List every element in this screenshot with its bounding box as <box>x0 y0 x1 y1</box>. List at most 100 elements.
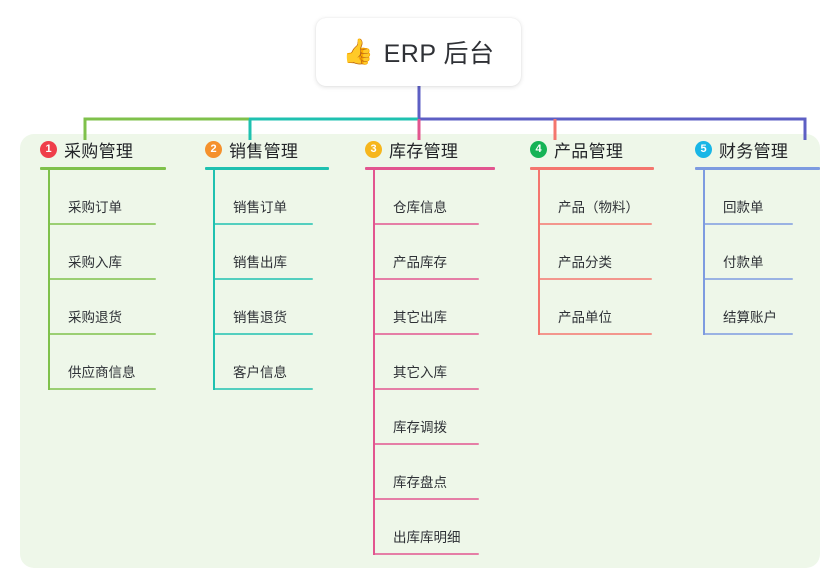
branch-item[interactable]: 产品分类 <box>530 225 654 280</box>
branch-item-label: 客户信息 <box>233 365 287 380</box>
branch-item-label: 供应商信息 <box>68 365 136 380</box>
branch-title: 财务管理 <box>719 141 789 161</box>
branch-item-label: 其它入库 <box>393 365 447 380</box>
branch-title: 产品管理 <box>554 141 624 161</box>
branch-item-underline <box>538 333 652 335</box>
branch-spine <box>48 170 50 390</box>
branch-item-underline <box>373 333 479 335</box>
branch-number-badge: 4 <box>530 140 547 158</box>
branch-header-underline <box>205 167 329 170</box>
branch-item-label: 产品单位 <box>558 310 612 325</box>
branch-columns: 1 采购管理采购订单采购入库采购退货供应商信息 2 销售管理销售订单销售出库销售退货客… <box>20 134 820 568</box>
branch-item-list: 仓库信息产品库存其它出库其它入库库存调拨库存盘点出库库明细 <box>365 170 495 555</box>
branch-item-label: 产品分类 <box>558 255 612 270</box>
branch-title: 采购管理 <box>64 141 134 161</box>
branch-item[interactable]: 回款单 <box>695 170 820 225</box>
root-node-card[interactable]: 👍 ERP 后台 <box>316 18 521 86</box>
branch-number-badge: 1 <box>40 140 57 158</box>
branch-item-underline <box>213 333 313 335</box>
branch-item-underline <box>373 553 479 555</box>
branch-header[interactable]: 3 库存管理 <box>345 134 495 164</box>
branch-item-label: 销售退货 <box>233 310 287 325</box>
branch-item-label: 付款单 <box>723 255 764 270</box>
branch-item-label: 库存调拨 <box>393 420 447 435</box>
branch-item-label: 结算账户 <box>723 310 777 325</box>
branch-spine <box>538 170 540 335</box>
branch-item[interactable]: 结算账户 <box>695 280 820 335</box>
branch-item-underline <box>703 223 793 225</box>
branch-column: 2 销售管理销售订单销售出库销售退货客户信息 <box>185 134 329 390</box>
branch-item[interactable]: 库存调拨 <box>365 390 495 445</box>
branch-item-label: 销售出库 <box>233 255 287 270</box>
branch-item[interactable]: 采购订单 <box>40 170 166 225</box>
branch-item[interactable]: 库存盘点 <box>365 445 495 500</box>
branch-spine <box>703 170 705 335</box>
branch-item[interactable]: 产品单位 <box>530 280 654 335</box>
branch-item-underline <box>373 223 479 225</box>
branch-item-underline <box>48 223 156 225</box>
branch-column: 3 库存管理仓库信息产品库存其它出库其它入库库存调拨库存盘点出库库明细 <box>345 134 495 555</box>
branch-item-underline <box>48 278 156 280</box>
branch-column: 5 财务管理回款单付款单结算账户 <box>675 134 820 335</box>
branch-item[interactable]: 采购入库 <box>40 225 166 280</box>
branch-item-label: 采购退货 <box>68 310 122 325</box>
branch-item-label: 其它出库 <box>393 310 447 325</box>
branch-item-underline <box>373 388 479 390</box>
branch-item-label: 回款单 <box>723 200 764 215</box>
branch-header[interactable]: 5 财务管理 <box>675 134 820 164</box>
branch-item-list: 销售订单销售出库销售退货客户信息 <box>205 170 329 390</box>
branch-header[interactable]: 2 销售管理 <box>185 134 329 164</box>
branch-header-underline <box>40 167 166 170</box>
branch-item-underline <box>213 223 313 225</box>
branch-item-underline <box>213 278 313 280</box>
branch-item-underline <box>213 388 313 390</box>
branch-number-badge: 3 <box>365 140 382 158</box>
branch-item-list: 产品（物料） 产品分类产品单位 <box>530 170 654 335</box>
branch-spine <box>213 170 215 390</box>
branch-item-label: 采购订单 <box>68 200 122 215</box>
branch-header-underline <box>530 167 654 170</box>
branch-item-label: 产品库存 <box>393 255 447 270</box>
branch-item-list: 回款单付款单结算账户 <box>695 170 820 335</box>
branch-item[interactable]: 仓库信息 <box>365 170 495 225</box>
branch-item-underline <box>48 333 156 335</box>
branch-item[interactable]: 产品库存 <box>365 225 495 280</box>
branch-item-label: 出库库明细 <box>393 530 461 545</box>
branch-item[interactable]: 客户信息 <box>205 335 329 390</box>
branch-item-underline <box>703 278 793 280</box>
branch-item-underline <box>373 498 479 500</box>
branch-spine <box>373 170 375 555</box>
branch-item[interactable]: 销售退货 <box>205 280 329 335</box>
branch-item[interactable]: 销售订单 <box>205 170 329 225</box>
branch-header[interactable]: 4 产品管理 <box>510 134 654 164</box>
branch-item-label: 库存盘点 <box>393 475 447 490</box>
branch-column: 4 产品管理产品（物料） 产品分类产品单位 <box>510 134 654 335</box>
branch-item-label: 仓库信息 <box>393 200 447 215</box>
branch-item-underline <box>538 223 652 225</box>
branch-title: 库存管理 <box>389 141 459 161</box>
branch-item[interactable]: 供应商信息 <box>40 335 166 390</box>
branch-header[interactable]: 1 采购管理 <box>20 134 166 164</box>
branch-title: 销售管理 <box>229 141 299 161</box>
branch-item[interactable]: 销售出库 <box>205 225 329 280</box>
branch-item-underline <box>538 278 652 280</box>
root-node-title: ERP 后台 <box>383 40 495 68</box>
branch-item-list: 采购订单采购入库采购退货供应商信息 <box>40 170 166 390</box>
thumbs-up-icon: 👍 <box>342 37 374 66</box>
branch-number-badge: 2 <box>205 140 222 158</box>
branch-item[interactable]: 出库库明细 <box>365 500 495 555</box>
branch-item-underline <box>373 278 479 280</box>
branches-panel <box>20 134 820 568</box>
branch-item-underline <box>373 443 479 445</box>
branch-number-badge: 5 <box>695 140 712 158</box>
branch-item[interactable]: 产品（物料） <box>530 170 654 225</box>
branch-item-label: 采购入库 <box>68 255 122 270</box>
branch-item[interactable]: 其它入库 <box>365 335 495 390</box>
branch-header-underline <box>695 167 820 170</box>
branch-item[interactable]: 采购退货 <box>40 280 166 335</box>
branch-item[interactable]: 其它出库 <box>365 280 495 335</box>
branch-item-underline <box>703 333 793 335</box>
branch-item[interactable]: 付款单 <box>695 225 820 280</box>
branch-item-label: 销售订单 <box>233 200 287 215</box>
